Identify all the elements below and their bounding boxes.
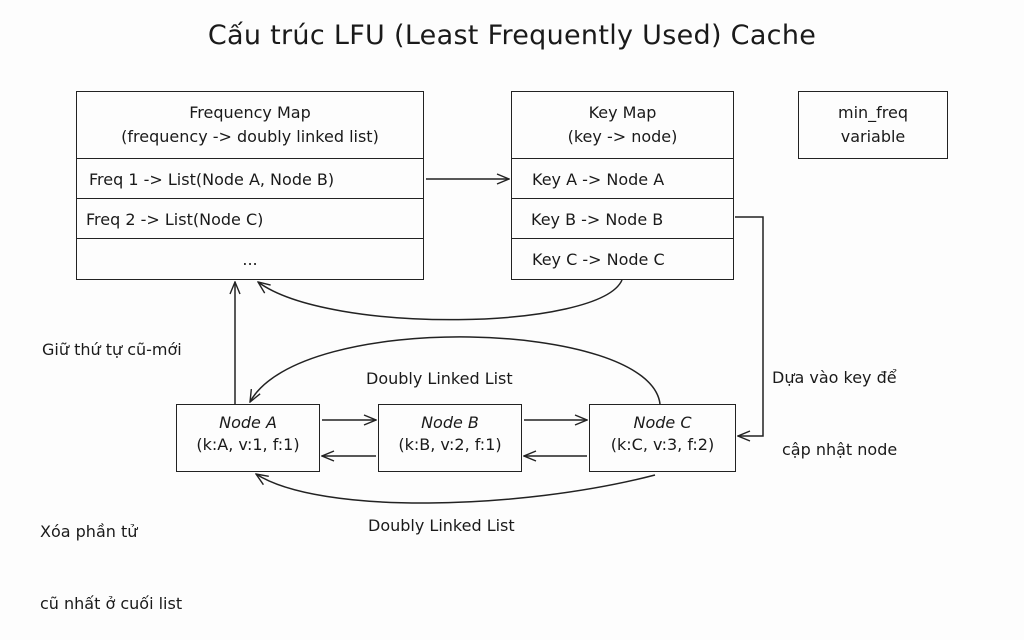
frequency-map-row: ... xyxy=(77,238,423,279)
arrow-nodec-to-nodea-bottom xyxy=(256,474,656,504)
node-b-name: Node B xyxy=(421,413,479,432)
frequency-map-row: Freq 2 -> List(Node C) xyxy=(77,198,423,239)
node-a: Node A (k:A, v:1, f:1) xyxy=(176,404,320,472)
node-b: Node B (k:B, v:2, f:1) xyxy=(378,404,522,472)
label-dll-bottom: Doubly Linked List xyxy=(368,516,515,535)
arrow-keyc-to-freqmap xyxy=(258,279,623,321)
key-map-header: Key Map (key -> node) xyxy=(512,101,733,149)
frequency-map-row-text: ... xyxy=(242,249,258,269)
frequency-map-subtitle: (frequency -> doubly linked list) xyxy=(121,127,379,146)
label-remove-oldest: Xóa phần tử cũ nhất ở cuối list xyxy=(40,472,182,640)
key-map-row: Key C -> Node C xyxy=(512,238,733,279)
frequency-map-row: Freq 1 -> List(Node A, Node B) xyxy=(77,158,423,199)
key-map-row: Key B -> Node B xyxy=(512,198,733,239)
min-freq-sublabel: variable xyxy=(840,127,906,146)
frequency-map-title: Frequency Map xyxy=(189,103,311,122)
frequency-map-row-text: Freq 2 -> List(Node C) xyxy=(86,209,264,229)
label-remove-oldest-line2: cũ nhất ở cuối list xyxy=(40,594,183,613)
label-update-by-key-line1: Dựa vào key để xyxy=(772,368,897,387)
key-map-title: Key Map xyxy=(588,103,657,122)
frequency-map-header: Frequency Map (frequency -> doubly linke… xyxy=(77,101,423,149)
node-a-name: Node A xyxy=(219,413,277,432)
node-b-detail: (k:B, v:2, f:1) xyxy=(398,435,502,454)
key-map-table: Key Map (key -> node) Key A -> Node A Ke… xyxy=(511,91,734,280)
frequency-map-row-text: Freq 1 -> List(Node A, Node B) xyxy=(89,169,335,189)
min-freq-label: min_freq xyxy=(837,103,909,122)
node-c-detail: (k:C, v:3, f:2) xyxy=(610,435,715,454)
diagram-title: Cấu trúc LFU (Least Frequently Used) Cac… xyxy=(207,20,817,51)
min-freq-box: min_freq variable xyxy=(798,91,948,159)
key-map-row: Key A -> Node A xyxy=(512,158,733,199)
node-a-detail: (k:A, v:1, f:1) xyxy=(196,435,300,454)
label-keep-order: Giữ thứ tự cũ-mới xyxy=(42,340,182,359)
label-update-by-key: Dựa vào key để cập nhật node xyxy=(772,318,897,486)
arrow-keyb-to-nodec xyxy=(735,216,764,436)
node-c: Node C (k:C, v:3, f:2) xyxy=(589,404,736,472)
key-map-row-text: Key B -> Node B xyxy=(531,209,664,229)
label-dll-top: Doubly Linked List xyxy=(366,369,513,388)
label-remove-oldest-line1: Xóa phần tử xyxy=(40,522,138,541)
arrow-nodec-to-nodea-top xyxy=(250,336,661,405)
frequency-map-table: Frequency Map (frequency -> doubly linke… xyxy=(76,91,424,280)
key-map-row-text: Key A -> Node A xyxy=(532,169,665,189)
label-update-by-key-line2: cập nhật node xyxy=(782,440,898,459)
key-map-row-text: Key C -> Node C xyxy=(532,249,665,269)
node-c-name: Node C xyxy=(633,413,692,432)
key-map-subtitle: (key -> node) xyxy=(567,127,678,146)
connectors xyxy=(0,0,764,504)
